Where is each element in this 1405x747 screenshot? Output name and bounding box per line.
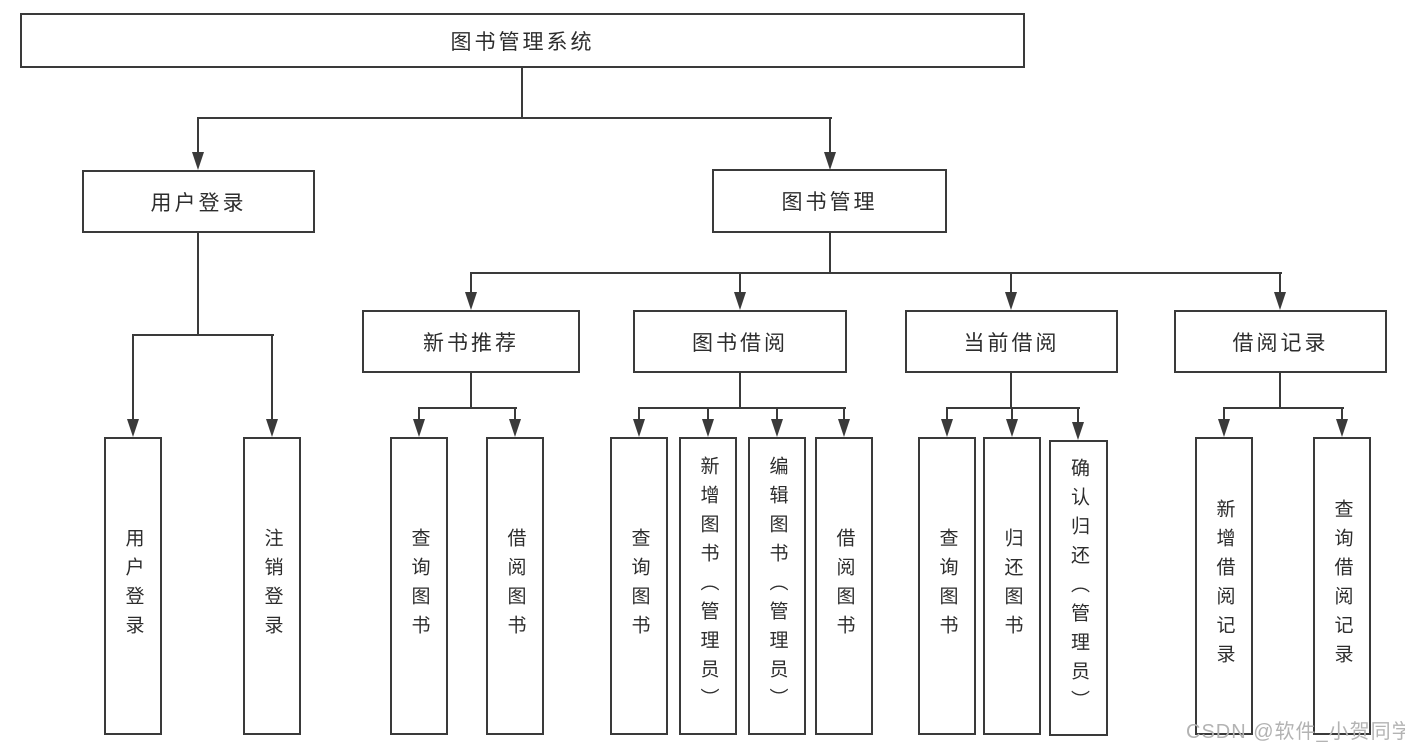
arrowhead-icon <box>771 419 783 437</box>
connector-line <box>470 272 1282 274</box>
arrowhead-icon <box>1274 292 1286 310</box>
arrowhead-icon <box>633 419 645 437</box>
connector-line <box>829 117 831 154</box>
connector-line <box>843 407 845 421</box>
leaf-borrow-book-1: 借阅图书 <box>486 437 544 735</box>
connector-line <box>470 272 472 294</box>
arrowhead-icon <box>1072 422 1084 440</box>
node-borrow-records: 借阅记录 <box>1174 310 1387 373</box>
connector-line <box>776 407 778 421</box>
connector-line <box>418 407 420 421</box>
arrowhead-icon <box>1005 292 1017 310</box>
arrowhead-icon <box>413 419 425 437</box>
connector-line <box>946 407 1080 409</box>
arrowhead-icon <box>266 419 278 437</box>
leaf-borrow-book-2: 借阅图书 <box>815 437 873 735</box>
arrowhead-icon <box>702 419 714 437</box>
connector-line <box>470 373 472 409</box>
arrowhead-icon <box>824 152 836 170</box>
node-user-login: 用户登录 <box>82 170 315 233</box>
connector-line <box>271 334 273 420</box>
arrowhead-icon <box>127 419 139 437</box>
csdn-watermark: CSDN @软件_小贺同学 <box>1186 721 1405 743</box>
connector-line <box>1279 272 1281 294</box>
arrowhead-icon <box>734 292 746 310</box>
leaf-return-book: 归还图书 <box>983 437 1041 735</box>
leaf-query-book-2: 查询图书 <box>610 437 668 735</box>
leaf-user-login: 用户登录 <box>104 437 162 735</box>
leaf-confirm-return-admin: 确认归还（管理员） <box>1049 440 1108 736</box>
leaf-query-book-1: 查询图书 <box>390 437 448 735</box>
connector-line <box>514 407 516 421</box>
leaf-add-borrow-record: 新增借阅记录 <box>1195 437 1253 735</box>
arrowhead-icon <box>838 419 850 437</box>
connector-line <box>132 334 274 336</box>
node-current-borrow: 当前借阅 <box>905 310 1118 373</box>
leaf-add-book-admin: 新增图书（管理员） <box>679 437 737 735</box>
node-book-management: 图书管理 <box>712 169 947 233</box>
connector-line <box>197 233 199 336</box>
connector-line <box>739 373 741 409</box>
connector-line <box>521 68 523 118</box>
arrowhead-icon <box>1006 419 1018 437</box>
connector-line <box>132 334 134 420</box>
node-root: 图书管理系统 <box>20 13 1025 68</box>
node-book-borrow: 图书借阅 <box>633 310 847 373</box>
leaf-query-borrow-record: 查询借阅记录 <box>1313 437 1371 735</box>
arrowhead-icon <box>1218 419 1230 437</box>
arrowhead-icon <box>465 292 477 310</box>
node-new-book-recommend: 新书推荐 <box>362 310 580 373</box>
arrowhead-icon <box>509 419 521 437</box>
connector-line <box>1010 373 1012 409</box>
connector-line <box>638 407 846 409</box>
arrowhead-icon <box>941 419 953 437</box>
connector-line <box>1341 407 1343 421</box>
connector-line <box>1010 272 1012 294</box>
connector-line <box>1077 407 1079 423</box>
connector-line <box>1223 407 1225 421</box>
connector-line <box>739 272 741 294</box>
leaf-logout: 注销登录 <box>243 437 301 735</box>
connector-line <box>707 407 709 421</box>
connector-line <box>197 117 832 119</box>
leaf-edit-book-admin: 编辑图书（管理员） <box>748 437 806 735</box>
connector-line <box>418 407 517 409</box>
connector-line <box>1011 407 1013 421</box>
leaf-query-book-3: 查询图书 <box>918 437 976 735</box>
connector-line <box>197 117 199 154</box>
connector-line <box>1279 373 1281 409</box>
connector-line <box>638 407 640 421</box>
arrowhead-icon <box>1336 419 1348 437</box>
arrowhead-icon <box>192 152 204 170</box>
connector-line <box>946 407 948 421</box>
connector-line <box>1223 407 1344 409</box>
connector-line <box>829 233 831 274</box>
